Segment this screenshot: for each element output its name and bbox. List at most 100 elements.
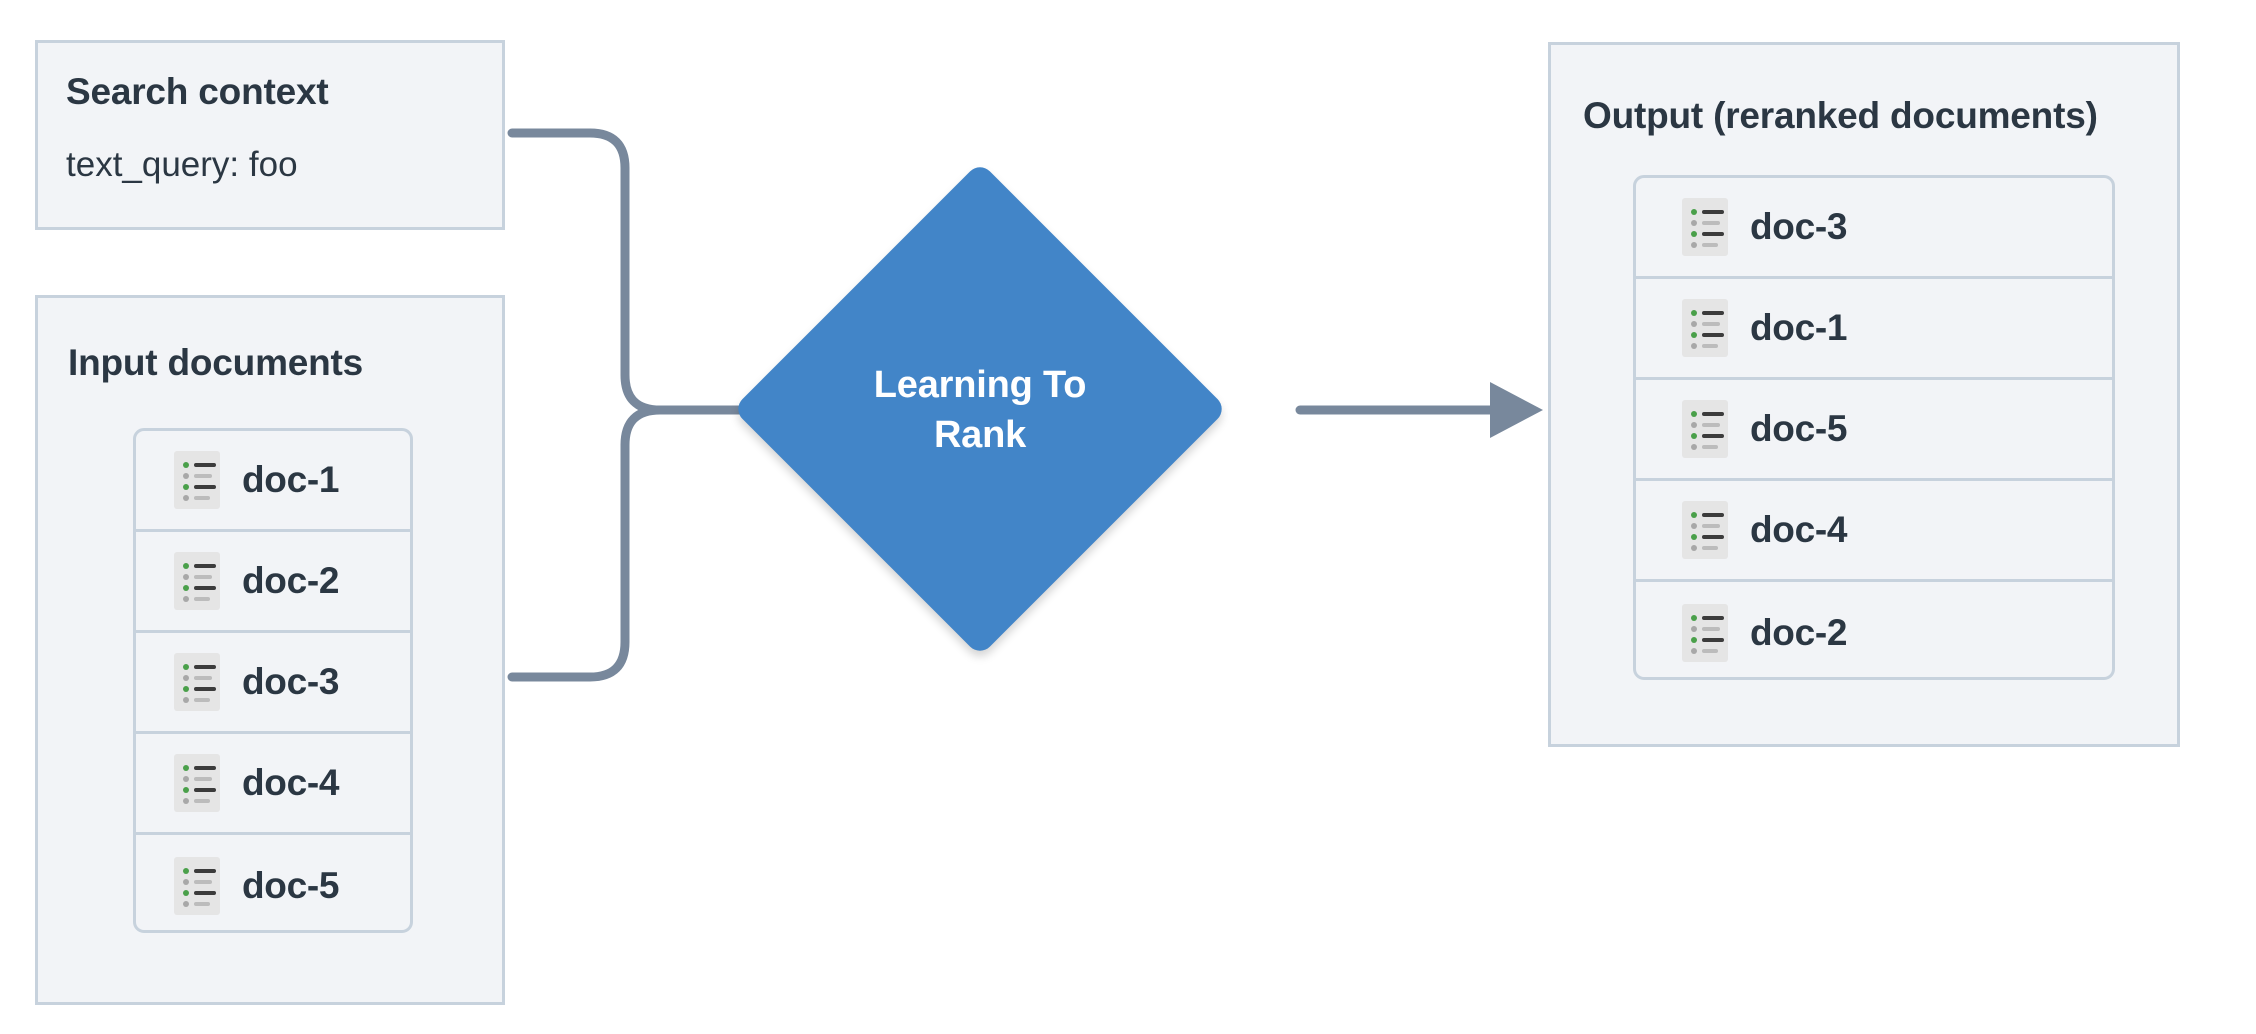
input-document-label: doc-5 [242, 864, 340, 906]
document-icon-bullet [183, 686, 189, 692]
document-list-icon [174, 856, 220, 915]
output-document-row[interactable]: doc-1 [1636, 279, 2112, 380]
document-icon-line [194, 788, 216, 792]
document-icon-line [1702, 524, 1720, 528]
input-document-label: doc-2 [242, 560, 340, 601]
document-icon-bullet [183, 675, 189, 681]
document-icon-line [1702, 221, 1720, 225]
arrowhead-to-output [1490, 382, 1543, 438]
document-icon-bullet [1691, 444, 1697, 450]
document-icon-line [1702, 311, 1724, 315]
search-context-query-value: text_query: foo [66, 145, 298, 184]
document-icon-line [194, 777, 212, 781]
document-icon-line [1702, 637, 1724, 642]
document-icon-line [1702, 445, 1718, 449]
output-title: Output (reranked documents) [1583, 95, 2098, 136]
document-icon-line [194, 698, 210, 702]
input-document-row[interactable]: doc-5 [136, 835, 410, 930]
document-icon-bullet [1691, 614, 1697, 621]
document-icon-line [1702, 535, 1724, 539]
document-icon-bullet [183, 765, 189, 771]
output-document-row[interactable]: doc-5 [1636, 380, 2112, 481]
document-icon-line [1702, 232, 1724, 236]
document-icon-bullet [1691, 321, 1697, 327]
input-document-row[interactable]: doc-3 [136, 633, 410, 734]
document-icon-bullet [1691, 332, 1697, 338]
document-icon-bullet [183, 787, 189, 793]
document-icon-line [1702, 344, 1718, 348]
document-icon-line [194, 687, 216, 691]
document-icon-bullet [1691, 545, 1697, 551]
document-icon-bullet [1691, 209, 1697, 215]
document-icon-line [194, 564, 216, 568]
document-icon-line [194, 868, 216, 873]
document-icon-bullet [1691, 411, 1697, 417]
document-icon-bullet [1691, 220, 1697, 226]
connector-search-context-to-ltr [507, 128, 767, 415]
document-icon-line [194, 879, 212, 884]
document-icon-line [1702, 648, 1718, 653]
connector-input-documents-to-ltr [507, 405, 767, 682]
document-list-icon [1682, 299, 1728, 357]
document-list-icon [1682, 400, 1728, 458]
output-document-label: doc-2 [1750, 611, 1848, 653]
output-document-row[interactable]: doc-4 [1636, 481, 2112, 582]
document-icon-line [194, 586, 216, 590]
document-list-icon [174, 552, 220, 610]
document-icon-line [194, 676, 212, 680]
document-icon-line [1702, 434, 1724, 438]
input-document-row[interactable]: doc-4 [136, 734, 410, 835]
input-documents-title: Input documents [68, 342, 364, 383]
document-list-icon [174, 754, 220, 812]
document-icon-line [1702, 423, 1720, 427]
input-documents-list: doc-1 doc-2 doc-3 doc-4 doc-5 [133, 428, 413, 933]
document-list-icon [1682, 603, 1728, 662]
document-icon-bullet [183, 596, 189, 602]
input-document-label: doc-1 [242, 459, 340, 500]
document-icon-line [1702, 322, 1720, 326]
document-icon-bullet [183, 867, 189, 874]
document-icon-bullet [183, 798, 189, 804]
document-icon-bullet [183, 484, 189, 490]
document-icon-line [194, 890, 216, 895]
document-icon-bullet [183, 585, 189, 591]
document-icon-bullet [1691, 534, 1697, 540]
document-icon-line [1702, 546, 1718, 550]
input-document-label: doc-4 [242, 762, 340, 803]
document-icon-bullet [183, 889, 189, 896]
document-icon-bullet [183, 697, 189, 703]
document-icon-bullet [1691, 310, 1697, 316]
output-document-row[interactable]: doc-3 [1636, 178, 2112, 279]
document-icon-bullet [183, 878, 189, 885]
document-icon-line [194, 474, 212, 478]
input-document-row[interactable]: doc-2 [136, 532, 410, 633]
document-icon-bullet [183, 574, 189, 580]
document-icon-bullet [1691, 625, 1697, 632]
document-icon-line [194, 463, 216, 467]
document-icon-bullet [1691, 523, 1697, 529]
input-document-label: doc-3 [242, 661, 340, 702]
document-icon-line [194, 496, 210, 500]
document-icon-line [1702, 615, 1724, 620]
document-icon-bullet [183, 462, 189, 468]
output-document-row[interactable]: doc-2 [1636, 582, 2112, 677]
document-list-icon [174, 653, 220, 711]
document-list-icon [174, 451, 220, 509]
document-icon-line [194, 597, 210, 601]
document-icon-line [1702, 412, 1724, 416]
search-context-panel: Search context text_query: foo [35, 40, 505, 230]
document-icon-bullet [1691, 231, 1697, 237]
document-icon-bullet [1691, 647, 1697, 654]
input-document-row[interactable]: doc-1 [136, 431, 410, 532]
document-icon-bullet [1691, 512, 1697, 518]
document-icon-line [1702, 210, 1724, 214]
output-document-label: doc-3 [1750, 206, 1848, 247]
document-icon-line [194, 766, 216, 770]
learning-to-rank-node[interactable] [732, 161, 1228, 657]
document-icon-bullet [183, 473, 189, 479]
document-icon-bullet [1691, 422, 1697, 428]
